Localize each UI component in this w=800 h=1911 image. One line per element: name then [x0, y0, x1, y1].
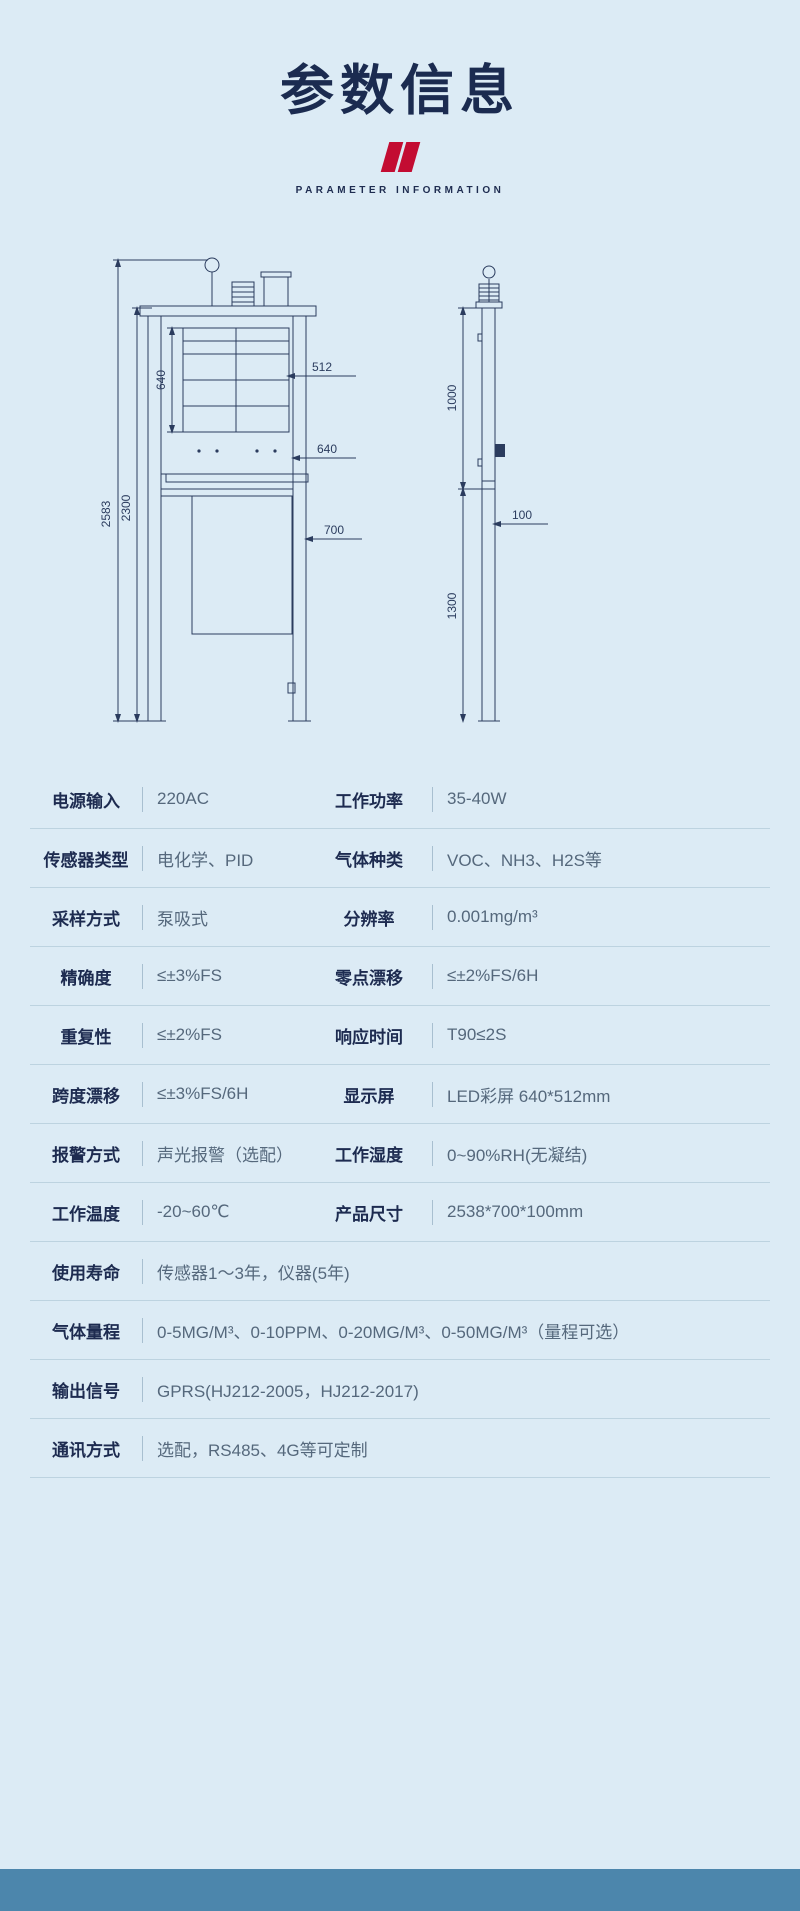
divider [432, 845, 433, 871]
param-label: 响应时间 [335, 1027, 403, 1047]
table-row: 使用寿命 传感器1～3年，仪器(5年) [30, 1242, 770, 1301]
param-value: LED彩屏 640*512mm [447, 1086, 611, 1106]
device-dimension-diagram: 2583 2300 640 512 640 700 1000 1300 100 [99, 257, 548, 723]
param-label: 零点漂移 [335, 968, 403, 988]
param-label: 精确度 [60, 968, 112, 988]
param-label: 报警方式 [52, 1145, 120, 1165]
param-label: 输出信号 [52, 1381, 120, 1401]
dim-total-height: 2583 [99, 500, 113, 527]
divider [142, 786, 143, 812]
table-row: 重复性 ≤±2%FS 响应时间 T90≤2S [30, 1006, 770, 1065]
param-label: 产品尺寸 [335, 1204, 403, 1224]
table-row: 电源输入 220AC 工作功率 35-40W [30, 770, 770, 829]
param-value: 声光报警（选配） [157, 1145, 293, 1165]
page-title: 参数信息 [280, 61, 520, 121]
dim-side-lower: 1300 [445, 592, 459, 619]
param-value: 传感器1～3年，仪器(5年) [157, 1263, 350, 1283]
param-label: 分辨率 [343, 909, 395, 929]
table-row: 输出信号 GPRS(HJ212-2005，HJ212-2017) [30, 1360, 770, 1419]
dim-base-width: 700 [324, 523, 344, 537]
divider [142, 1435, 143, 1461]
table-row: 采样方式 泵吸式 分辨率 0.001mg/m³ [30, 888, 770, 947]
dim-body-width: 640 [317, 442, 337, 456]
divider [142, 963, 143, 989]
divider [142, 1258, 143, 1284]
param-value: 电化学、PID [157, 850, 254, 870]
divider [432, 904, 433, 930]
front-dimension-lines [113, 258, 362, 723]
param-label: 跨度漂移 [52, 1086, 120, 1106]
param-value: ≤±2%FS [157, 1025, 222, 1044]
divider [142, 1022, 143, 1048]
param-label: 工作温度 [52, 1204, 120, 1224]
divider [142, 1140, 143, 1166]
param-label: 通讯方式 [52, 1440, 120, 1460]
param-value: 0.001mg/m³ [447, 907, 538, 926]
divider [142, 1199, 143, 1225]
dim-side-upper: 1000 [445, 384, 459, 411]
param-value: -20~60℃ [157, 1202, 230, 1221]
param-value: ≤±3%FS [157, 966, 222, 985]
divider [432, 1140, 433, 1166]
param-value: ≤±3%FS/6H [157, 1084, 249, 1103]
dim-screen-width: 512 [312, 360, 332, 374]
param-value: 35-40W [447, 789, 507, 808]
spec-table: 电源输入 220AC 工作功率 35-40W 传感器类型 电化学、PID 气体种… [30, 770, 770, 1478]
dim-stand-height: 2300 [119, 494, 133, 521]
param-value: 220AC [157, 789, 209, 808]
table-row: 跨度漂移 ≤±3%FS/6H 显示屏 LED彩屏 640*512mm [30, 1065, 770, 1124]
param-value: 泵吸式 [157, 909, 208, 929]
param-value: VOC、NH3、H2S等 [447, 850, 602, 870]
table-row: 工作温度 -20~60℃ 产品尺寸 2538*700*100mm [30, 1183, 770, 1242]
table-row: 通讯方式 选配，RS485、4G等可定制 [30, 1419, 770, 1478]
page-subtitle: PARAMETER INFORMATION [295, 185, 505, 196]
footer-bar [0, 1869, 800, 1911]
divider [432, 1081, 433, 1107]
side-mounted-box [495, 444, 505, 457]
param-value: 0-5MG/M³、0-10PPM、0-20MG/M³、0-50MG/M³（量程可… [157, 1322, 630, 1342]
divider [142, 845, 143, 871]
technical-drawing: 2583 2300 640 512 640 700 1000 1300 100 [0, 246, 800, 766]
side-view [475, 265, 503, 722]
param-label: 采样方式 [52, 909, 120, 929]
param-label: 显示屏 [343, 1086, 395, 1106]
front-view-vents [197, 449, 277, 453]
divider [432, 1199, 433, 1225]
page-header: 参数信息 PARAMETER INFORMATION [0, 0, 800, 196]
dim-depth: 100 [512, 508, 532, 522]
param-label: 气体量程 [52, 1322, 120, 1342]
param-value: GPRS(HJ212-2005，HJ212-2017) [157, 1381, 419, 1401]
divider [142, 1376, 143, 1402]
param-label: 使用寿命 [52, 1263, 120, 1283]
red-slash-decoration [379, 142, 421, 172]
front-view [139, 257, 317, 722]
divider [142, 904, 143, 930]
divider [142, 1317, 143, 1343]
divider [432, 963, 433, 989]
param-label: 重复性 [60, 1027, 112, 1047]
divider [432, 786, 433, 812]
param-value: T90≤2S [447, 1025, 507, 1044]
divider [432, 1022, 433, 1048]
table-row: 精确度 ≤±3%FS 零点漂移 ≤±2%FS/6H [30, 947, 770, 1006]
param-value: 选配，RS485、4G等可定制 [157, 1440, 368, 1460]
table-row: 传感器类型 电化学、PID 气体种类 VOC、NH3、H2S等 [30, 829, 770, 888]
divider [142, 1081, 143, 1107]
param-label: 工作湿度 [335, 1145, 403, 1165]
param-label: 传感器类型 [43, 850, 129, 870]
table-row: 报警方式 声光报警（选配） 工作湿度 0~90%RH(无凝结) [30, 1124, 770, 1183]
param-label: 工作功率 [335, 791, 403, 811]
side-dimension-lines [458, 306, 548, 723]
param-label: 电源输入 [52, 791, 120, 811]
table-row: 气体量程 0-5MG/M³、0-10PPM、0-20MG/M³、0-50MG/M… [30, 1301, 770, 1360]
dim-screen-height: 640 [154, 370, 168, 390]
dimension-labels: 2583 2300 640 512 640 700 1000 1300 100 [99, 360, 532, 619]
param-value: 0~90%RH(无凝结) [447, 1145, 588, 1165]
param-label: 气体种类 [335, 850, 403, 870]
param-value: 2538*700*100mm [447, 1202, 584, 1221]
param-value: ≤±2%FS/6H [447, 966, 539, 985]
